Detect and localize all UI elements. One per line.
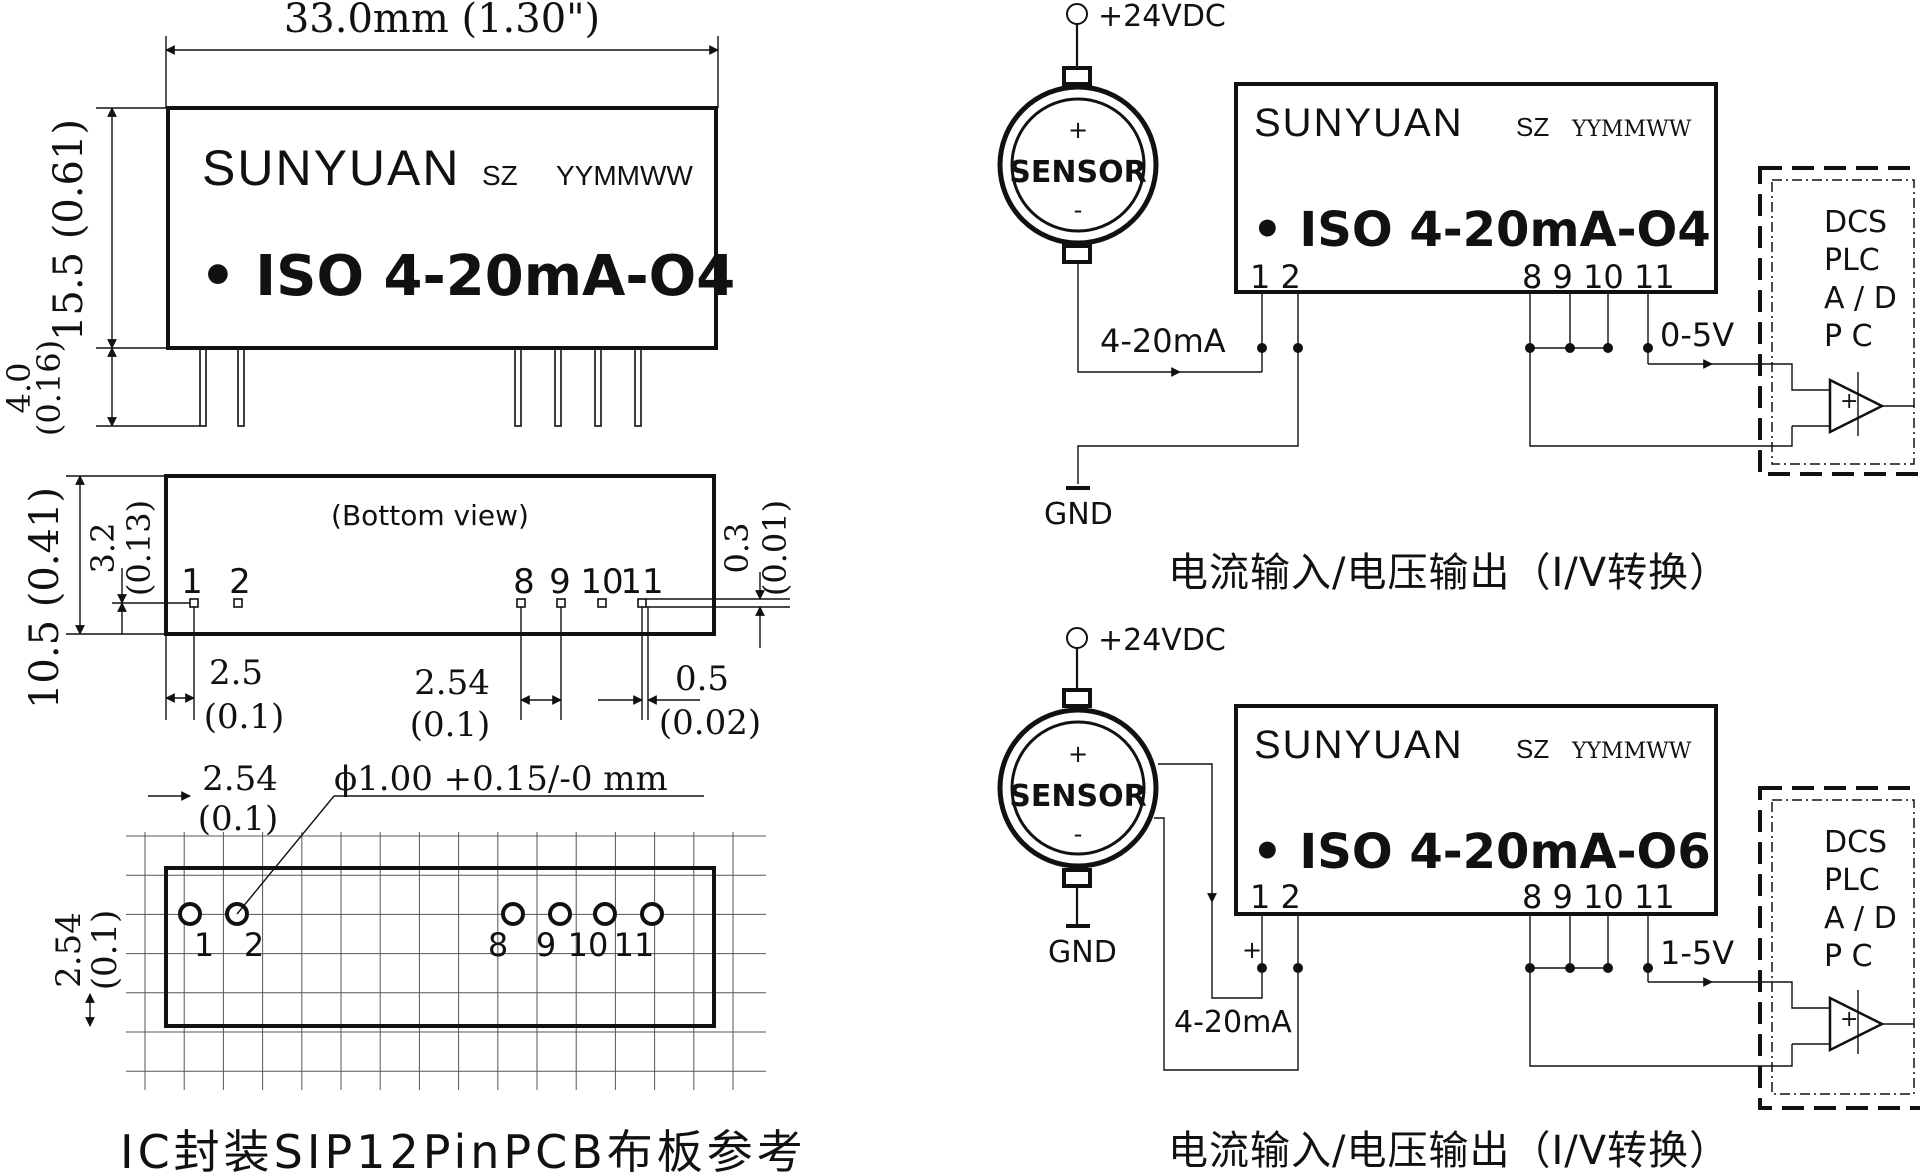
pitch1-in-label: (0.1) (204, 697, 285, 737)
c2-pins-out: 8 9 10 11 (1522, 878, 1675, 916)
pcb-pin-9: 9 (536, 926, 556, 964)
module-body-side (166, 106, 718, 350)
sz-label: SZ (482, 160, 518, 191)
pitch2-mm-label: 2.54 (414, 663, 490, 703)
c2-sensor-label: SENSOR (1009, 779, 1146, 814)
c1-sensor-plus: + (1068, 116, 1088, 144)
c1-system-ad: A / D (1824, 281, 1897, 316)
bottom-pin-10: 10 (580, 562, 623, 602)
model-label: • ISO 4-20mA-O4 (200, 244, 735, 309)
pcb-outline (164, 866, 716, 1028)
c1-pins-in: 1 2 (1250, 258, 1301, 296)
c2-output-label: 1-5V (1660, 934, 1734, 972)
bottom-pin-2: 2 (229, 562, 251, 602)
grid-v-in-label: (0.1) (85, 910, 125, 991)
hole-label: ϕ1.00 +0.15/-0 mm (334, 759, 668, 799)
brand-label: SUNYUAN (202, 140, 460, 196)
c2-system-dcs: DCS (1824, 825, 1887, 860)
c1-brand: SUNYUAN (1254, 101, 1464, 145)
c2-sensor (997, 707, 1159, 869)
c1-caption: 电流输入/电压输出（I/V转换） (1168, 550, 1730, 596)
bottom-pin-1: 1 (181, 562, 203, 602)
c1-sensor-label: SENSOR (1009, 155, 1146, 190)
pin-length-mm-label: 4.0 (0, 363, 38, 414)
edge-in-label: (0.01) (756, 500, 794, 596)
c1-date-code: YYMMWW (1571, 117, 1692, 142)
pcb-caption: IC封装SIP12PinPCB布板参考 (120, 1125, 807, 1174)
pitch1-mm-label: 2.5 (209, 653, 263, 693)
edge-mm-label: 0.3 (718, 523, 756, 574)
c2-supply-label: +24VDC (1098, 623, 1226, 658)
c1-system-dcs: DCS (1824, 205, 1887, 240)
bottom-view: (Bottom view) 1 2 8 9 10 11 10.5 (0.41) … (22, 474, 794, 745)
grid-v-mm-label: 2.54 (49, 912, 89, 988)
width-label: 33.0mm (1.30") (284, 0, 600, 42)
pcb-grid (126, 832, 766, 1090)
c2-input-label: 4-20mA (1174, 1005, 1292, 1040)
pcb-pin-2: 2 (244, 926, 264, 964)
height-label: 15.5 (0.61) (46, 119, 92, 341)
c2-system-pc: P C (1824, 939, 1873, 974)
c1-input-label: 4-20mA (1100, 322, 1226, 360)
c1-system-box (1758, 166, 1920, 476)
date-code-label: YYMMWW (556, 160, 693, 191)
c2-date-code: YYMMWW (1571, 739, 1692, 764)
c1-output-label: 0-5V (1660, 316, 1734, 354)
c2-model: • ISO 4-20mA-O6 (1252, 824, 1711, 880)
c1-sensor-minus: - (1074, 196, 1083, 224)
grid-in-label: (0.1) (198, 799, 279, 839)
c1-system-pc: P C (1824, 319, 1873, 354)
circuit-current-to-voltage-2: +24VDC + SENSOR - GND SUNYUAN SZ YYMMWW … (997, 623, 1920, 1174)
circuit-current-to-voltage-1: +24VDC + SENSOR - SUNYUAN SZ YYMMWW • IS… (997, 0, 1920, 596)
bottom-pin-8: 8 (513, 562, 535, 602)
pin-offset-in-label: (0.13) (120, 500, 158, 596)
c2-caption: 电流输入/电压输出（I/V转换） (1168, 1128, 1730, 1174)
c1-amplifier (1828, 377, 1885, 435)
c1-amp-plus: + (1840, 389, 1858, 414)
c2-gnd-label: GND (1048, 935, 1117, 970)
c2-module (1234, 704, 1718, 916)
pitch2-in-label: (0.1) (410, 705, 491, 745)
pad-mm-label: 0.5 (675, 659, 729, 699)
c1-pins-out: 8 9 10 11 (1522, 258, 1675, 296)
pcb-layout: 1 2 8 9 10 11 ϕ1.00 +0.15/-0 mm 2.54 (0.… (49, 759, 807, 1174)
c2-sensor-plus: + (1068, 740, 1088, 768)
side-pins (199, 347, 642, 427)
bottom-pin-11: 11 (620, 562, 663, 602)
c1-system-plc: PLC (1824, 243, 1880, 278)
c2-sensor-minus: - (1074, 820, 1083, 848)
c1-module (1234, 82, 1718, 294)
c2-system-plc: PLC (1824, 863, 1880, 898)
c1-sz: SZ (1516, 112, 1549, 142)
pin-length-in-label: (0.16) (30, 340, 68, 436)
c2-amplifier (1828, 995, 1885, 1053)
pad-in-label: (0.02) (659, 703, 761, 743)
bottom-view-title: (Bottom view) (331, 499, 529, 532)
pcb-pin-1: 1 (194, 926, 214, 964)
c2-amp-plus: + (1840, 1007, 1858, 1032)
pcb-pin-10: 10 (568, 926, 609, 964)
bottom-height-label: 10.5 (0.41) (22, 487, 68, 709)
hole-leader (236, 795, 335, 915)
pcb-pin-8: 8 (488, 926, 508, 964)
c1-gnd-label: GND (1044, 497, 1113, 532)
c1-supply-label: +24VDC (1098, 0, 1226, 34)
c1-model: • ISO 4-20mA-O4 (1252, 202, 1711, 258)
grid-mm-label: 2.54 (202, 759, 278, 799)
side-view: 33.0mm (1.30") SUNYUAN SZ YYMMWW • ISO 4… (0, 0, 735, 436)
c2-pins-in: 1 2 (1250, 878, 1301, 916)
c2-system-ad: A / D (1824, 901, 1897, 936)
module-body-bottom (164, 474, 716, 636)
pin-offset-mm-label: 3.2 (84, 523, 122, 574)
c2-loop-plus: + (1242, 936, 1262, 964)
c2-sz: SZ (1516, 734, 1549, 764)
bottom-pin-9: 9 (549, 562, 571, 602)
c2-brand: SUNYUAN (1254, 723, 1464, 767)
pcb-holes (178, 902, 664, 926)
c2-system-box (1758, 786, 1920, 1110)
c1-sensor (997, 84, 1159, 246)
pcb-pin-11: 11 (614, 926, 655, 964)
